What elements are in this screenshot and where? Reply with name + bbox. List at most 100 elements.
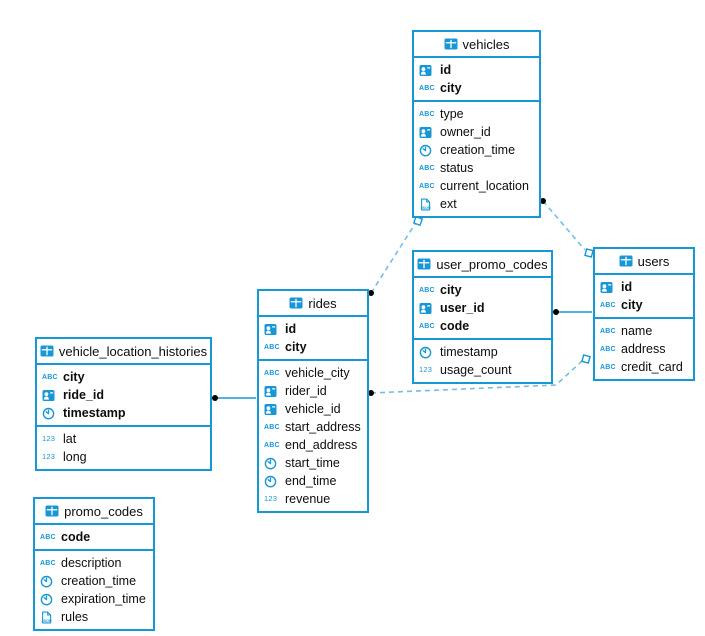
column-name: id xyxy=(285,322,297,336)
id-icon xyxy=(264,403,277,415)
column-type-icon-wrap: ABC xyxy=(264,424,281,431)
column-type-icon-wrap: ABC xyxy=(42,374,59,381)
table-header[interactable]: promo_codes xyxy=(35,499,153,525)
table-header[interactable]: vehicles xyxy=(414,32,539,58)
table-icon xyxy=(444,38,458,50)
many-end-dot xyxy=(540,198,546,204)
123-icon: 123 xyxy=(419,365,433,375)
table-header[interactable]: users xyxy=(595,249,693,275)
column-name: description xyxy=(61,556,122,570)
column-name: expiration_time xyxy=(61,592,146,606)
json-icon: JSON xyxy=(41,611,52,623)
table-icon-wrap xyxy=(619,255,633,267)
column-name: usage_count xyxy=(440,363,512,377)
column-name: long xyxy=(63,450,87,464)
column-type-icon-wrap: ABC xyxy=(600,302,617,309)
table-icon-wrap xyxy=(45,505,59,517)
column-promo_codes-creation_time: creation_time xyxy=(35,572,153,590)
column-type-icon-wrap xyxy=(264,323,281,336)
connector-line xyxy=(370,223,416,294)
column-type-icon-wrap xyxy=(42,407,59,420)
table-title: vehicle_location_histories xyxy=(58,343,208,359)
table-icon-wrap xyxy=(417,258,431,270)
columns-section: ABC description creation_time expiration_ti… xyxy=(35,551,153,629)
column-rides-rider_id: rider_id xyxy=(259,382,367,400)
column-name: owner_id xyxy=(440,125,491,139)
column-type-icon-wrap xyxy=(40,575,57,588)
columns-section: timestamp 123 usage_count xyxy=(414,340,551,382)
table-header[interactable]: vehicle_location_histories xyxy=(37,339,210,365)
column-type-icon-wrap: ABC xyxy=(40,534,57,541)
column-name: creation_time xyxy=(61,574,137,588)
column-type-icon-wrap xyxy=(42,389,59,402)
column-type-icon-wrap xyxy=(264,385,281,398)
column-vehicle_location_histories-ride_id: ride_id xyxy=(37,386,210,404)
table-header[interactable]: user_promo_codes xyxy=(414,252,551,278)
column-rides-start_time: start_time xyxy=(259,454,367,472)
column-user_promo_codes-usage_count: 123 usage_count xyxy=(414,361,551,379)
column-name: vehicle_city xyxy=(285,366,350,380)
column-user_promo_codes-timestamp: timestamp xyxy=(414,343,551,361)
id-icon xyxy=(264,323,277,335)
column-vehicles-id: id xyxy=(414,61,539,79)
column-name: id xyxy=(621,280,633,294)
connector-user_promo_codes-users xyxy=(553,309,592,315)
table-header[interactable]: rides xyxy=(259,291,367,317)
column-type-icon-wrap: ABC xyxy=(600,346,617,353)
abc-icon: ABC xyxy=(40,559,56,567)
column-rides-vehicle_id: vehicle_id xyxy=(259,400,367,418)
abc-icon: ABC xyxy=(600,327,616,335)
one-end-diamond xyxy=(412,215,424,227)
clock-icon xyxy=(264,457,277,469)
column-rides-start_address: ABC start_address xyxy=(259,418,367,436)
clock-icon xyxy=(40,575,53,587)
column-name: creation_time xyxy=(440,143,516,157)
column-vehicles-owner_id: owner_id xyxy=(414,123,539,141)
id-icon xyxy=(42,389,55,401)
table-icon-wrap xyxy=(444,38,458,50)
column-type-icon-wrap xyxy=(419,346,436,359)
table-icon xyxy=(417,258,431,270)
column-name: start_address xyxy=(285,420,361,434)
column-name: end_address xyxy=(285,438,358,452)
connector-vehicle_location_histories-rides xyxy=(212,395,256,401)
column-type-icon-wrap xyxy=(600,281,617,294)
id-icon xyxy=(419,126,432,138)
one-end-diamond xyxy=(584,248,594,258)
column-name: credit_card xyxy=(621,360,683,374)
abc-icon: ABC xyxy=(419,286,435,294)
table-title: vehicles xyxy=(462,36,510,52)
column-promo_codes-description: ABC description xyxy=(35,554,153,572)
table-icon xyxy=(289,297,303,309)
table-icon xyxy=(40,345,54,357)
abc-icon: ABC xyxy=(419,164,435,172)
column-name: address xyxy=(621,342,666,356)
abc-icon: ABC xyxy=(419,110,435,118)
abc-icon: ABC xyxy=(264,423,280,431)
column-type-icon-wrap xyxy=(264,475,281,488)
column-name: revenue xyxy=(285,492,331,506)
svg-text:JSON: JSON xyxy=(420,206,430,210)
column-type-icon-wrap xyxy=(264,457,281,470)
clock-icon xyxy=(419,346,432,358)
clock-icon xyxy=(40,593,53,605)
column-name: start_time xyxy=(285,456,340,470)
abc-icon: ABC xyxy=(419,182,435,190)
column-users-address: ABC address xyxy=(595,340,693,358)
